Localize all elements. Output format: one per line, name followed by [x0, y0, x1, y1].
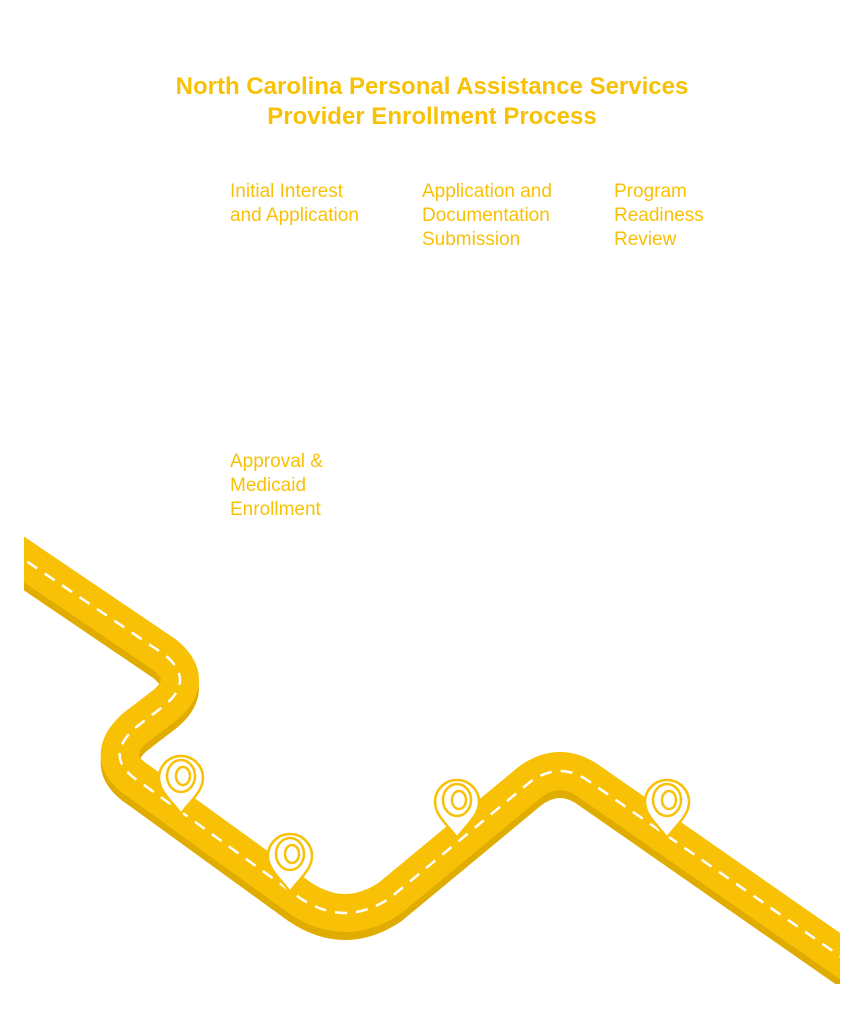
- step-1-line-2: and Application: [230, 205, 359, 226]
- step-label-initial-interest: Initial Interest and Application: [230, 180, 390, 228]
- map-pin-icon: [157, 754, 205, 817]
- map-pin-icon: [433, 778, 481, 841]
- step-2-line-3: Submission: [422, 229, 521, 250]
- step-2-line-2: Documentation: [422, 205, 550, 226]
- title-line-2: Provider Enrollment Process: [267, 103, 597, 130]
- map-pin-icon: [266, 832, 314, 895]
- step-4-line-3: Enrollment: [230, 499, 321, 520]
- step-1-line-1: Initial Interest: [230, 181, 343, 202]
- step-3-line-3: Review: [614, 229, 677, 250]
- title-line-1: North Carolina Personal Assistance Servi…: [175, 73, 689, 100]
- step-label-approval-enrollment: Approval & Medicaid Enrollment: [230, 450, 350, 522]
- step-3-line-1: Program: [614, 181, 687, 202]
- step-label-application-submission: Application and Documentation Submission: [422, 180, 582, 252]
- step-4-line-1: Approval &: [230, 451, 323, 472]
- diagram-title: North Carolina Personal Assistance Servi…: [0, 72, 864, 132]
- step-4-line-2: Medicaid: [230, 475, 307, 496]
- step-2-line-1: Application and: [422, 181, 552, 202]
- step-label-program-readiness: Program Readiness Review: [614, 180, 734, 252]
- map-pin-icon: [643, 778, 691, 841]
- step-3-line-2: Readiness: [614, 205, 704, 226]
- road-center-line: [24, 557, 840, 958]
